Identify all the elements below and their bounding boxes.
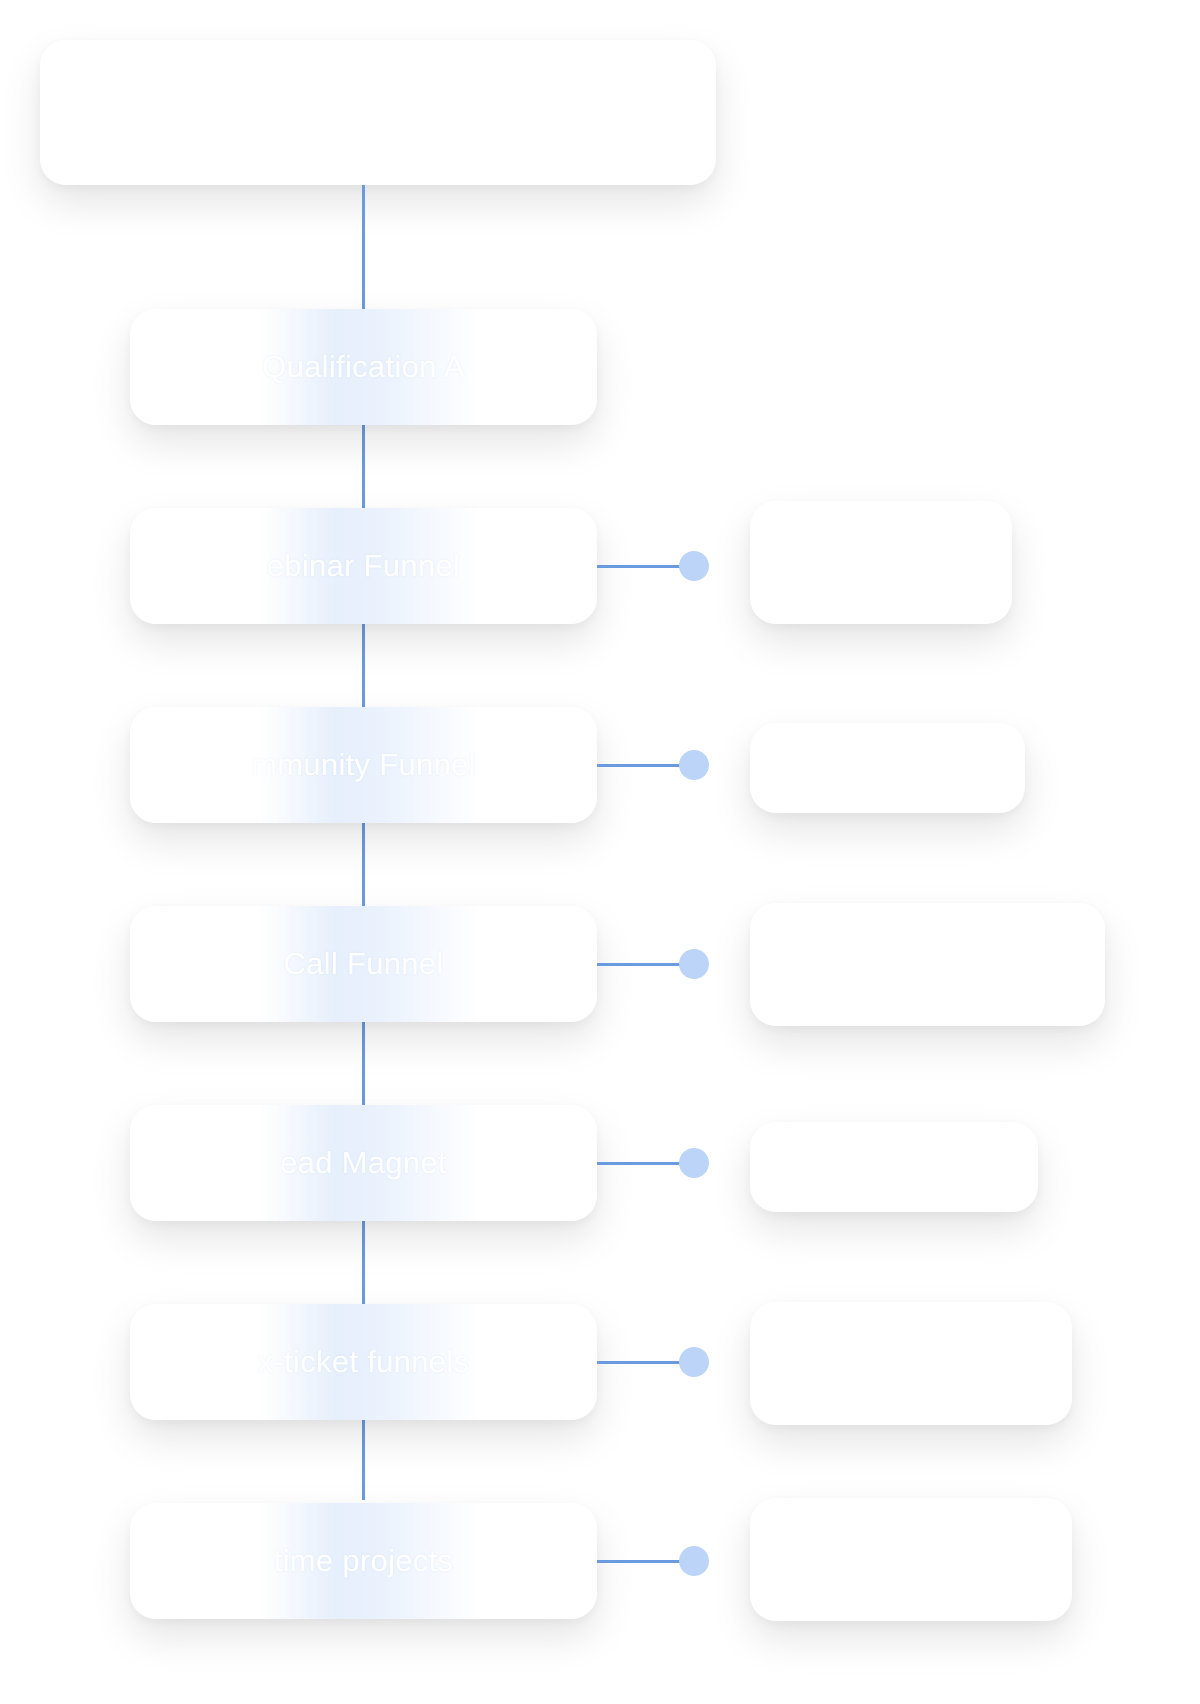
- step-qualification[interactable]: Qualification A: [130, 309, 597, 425]
- side-card: [750, 1498, 1072, 1621]
- step-lead-magnet[interactable]: ead Magnet: [130, 1105, 597, 1221]
- branch-dot: [679, 949, 709, 979]
- step-label: mmunity Funnel: [251, 747, 476, 782]
- branch-dot: [679, 1546, 709, 1576]
- step-label: Call Funnel: [283, 946, 444, 981]
- step-label: x-ticket funnels: [257, 1344, 470, 1379]
- branch-connector: [597, 1560, 680, 1563]
- side-card: [750, 1122, 1038, 1212]
- step-label: ebinar Funnel: [266, 548, 461, 583]
- branch-connector: [597, 1162, 680, 1165]
- step-label: time projects: [273, 1543, 454, 1578]
- step-time-projects[interactable]: time projects: [130, 1503, 597, 1619]
- branch-dot: [679, 750, 709, 780]
- branch-connector: [597, 963, 680, 966]
- main-connector-line: [362, 185, 365, 1500]
- step-webinar-funnel[interactable]: ebinar Funnel: [130, 508, 597, 624]
- step-community-funnel[interactable]: mmunity Funnel: [130, 707, 597, 823]
- side-card: [750, 723, 1025, 813]
- side-card: [750, 1302, 1072, 1425]
- step-ticket-funnels[interactable]: x-ticket funnels: [130, 1304, 597, 1420]
- step-label: ead Magnet: [280, 1145, 447, 1180]
- branch-dot: [679, 1148, 709, 1178]
- step-label: Qualification A: [262, 349, 465, 384]
- top-card: [40, 40, 716, 185]
- side-card: [750, 903, 1105, 1026]
- branch-dot: [679, 1347, 709, 1377]
- side-card: [750, 501, 1012, 624]
- branch-dot: [679, 551, 709, 581]
- branch-connector: [597, 1361, 680, 1364]
- branch-connector: [597, 764, 680, 767]
- step-call-funnel[interactable]: Call Funnel: [130, 906, 597, 1022]
- branch-connector: [597, 565, 680, 568]
